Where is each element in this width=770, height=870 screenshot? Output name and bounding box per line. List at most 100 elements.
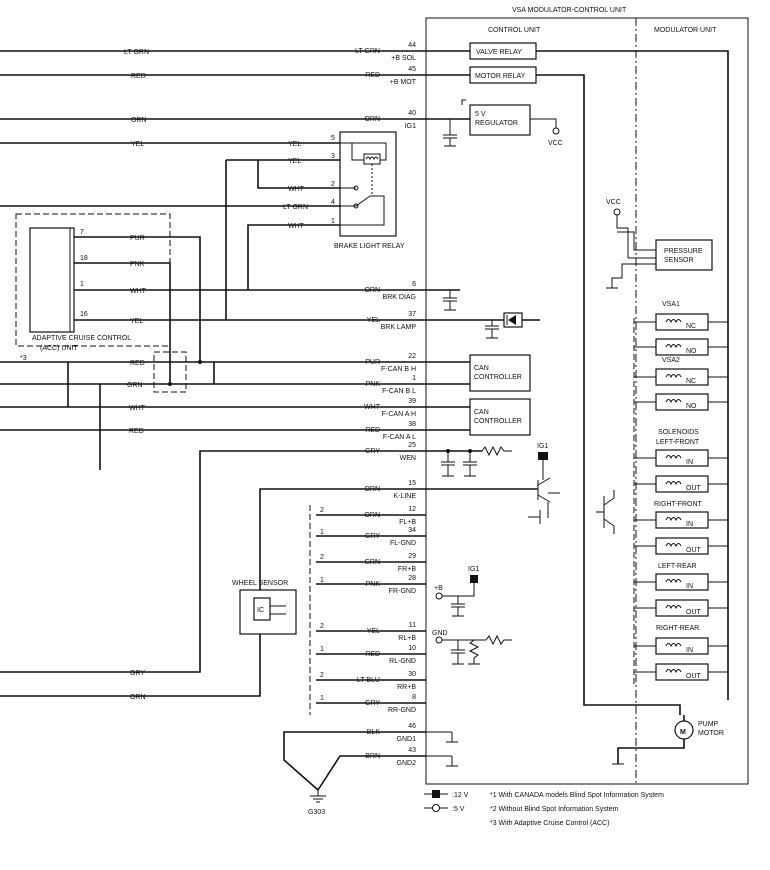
- solenoid-coil-box: [655, 637, 709, 655]
- wheel-rr-label: RIGHT-REAR: [656, 625, 699, 632]
- solenoid-coil: [665, 374, 682, 379]
- solenoid-coil: [665, 455, 682, 460]
- can-b-label-2: CONTROLLER: [474, 374, 522, 381]
- legend-note-2: *2 Without Blind Spot Information System: [490, 806, 619, 813]
- solenoid-label: IN: [686, 521, 693, 528]
- plus-b-label: +B: [434, 585, 443, 592]
- solenoid-coil-box: [655, 449, 709, 467]
- pump-motor-label-2: MOTOR: [698, 730, 724, 737]
- vsa-unit-title: VSA MODULATOR-CONTROL UNIT: [512, 7, 627, 14]
- unit-pin-wire-color: GRN: [364, 559, 380, 566]
- left-wire-grn: GRN: [127, 382, 143, 389]
- unit-pin-signal: K-LINE: [393, 493, 416, 500]
- junction: [168, 382, 172, 386]
- pressure-sensor-label-1: PRESSURE: [664, 248, 703, 255]
- acc-wire-pur: PUR: [130, 235, 145, 242]
- solenoid-label: NC: [686, 378, 696, 385]
- solenoid-coil: [665, 399, 682, 404]
- unit-pin-number: 10: [408, 645, 416, 652]
- left-wire-gry: GRY: [130, 670, 145, 677]
- left-wires: [0, 50, 426, 431]
- regulator-label-2: REGULATOR: [475, 120, 518, 127]
- unit-pin-number: 39: [408, 398, 416, 405]
- brake-light-relay: 5 3 2 4 1: [331, 131, 397, 237]
- solenoid-label: OUT: [686, 673, 702, 680]
- unit-pin-number: 22: [408, 353, 416, 360]
- solenoid-coil-box: [655, 338, 709, 356]
- ground-wires: [283, 731, 426, 803]
- solenoid-coil-box: [655, 368, 709, 386]
- unit-pin-wire-color: LT BLU: [357, 677, 380, 684]
- unit-pin-number: 1: [412, 375, 416, 382]
- svg-text:3: 3: [331, 153, 335, 160]
- legend-12v: :12 V: [452, 792, 469, 799]
- unit-pin-signal: RR-GND: [388, 707, 416, 714]
- unit-pin-number: 11: [409, 622, 416, 629]
- relay-wire-wht-2: WHT: [288, 186, 305, 193]
- relay-wire-yel-3: YEL: [288, 158, 301, 165]
- solenoid-coil: [665, 605, 682, 610]
- unit-pin-number: 44: [408, 42, 416, 49]
- unit-pin-wire-color: BLK: [367, 729, 381, 736]
- solenoid-label: IN: [686, 647, 693, 654]
- acc-wire-yel: YEL: [130, 318, 143, 325]
- acc-note: *3: [20, 355, 27, 362]
- unit-pin-wire-color: YEL: [367, 317, 380, 324]
- brk-lamp-circuit: [426, 312, 540, 339]
- gnd-pins-symbols: [426, 731, 458, 767]
- junction: [198, 360, 202, 364]
- svg-text:1: 1: [320, 646, 324, 653]
- unit-pin-number: 40: [408, 110, 416, 117]
- unit-pin-number: 25: [408, 442, 416, 449]
- unit-pin-wire-color: PUR: [365, 359, 380, 366]
- wheel-rf-label: RIGHT-FRONT: [654, 501, 703, 508]
- acc-wire-pnk: PNK: [130, 261, 145, 268]
- brake-light-relay-label: BRAKE LIGHT RELAY: [334, 243, 405, 250]
- solenoid-label: NO: [686, 348, 697, 355]
- unit-pin-signal: BRK DIAG: [383, 294, 416, 301]
- unit-pin-number: 28: [408, 575, 416, 582]
- svg-text:2: 2: [331, 181, 335, 188]
- solenoid-label: NO: [686, 403, 697, 410]
- left-wire-orn-2: ORN: [130, 694, 146, 701]
- unit-pin-wire-color: GRY: [365, 533, 380, 540]
- unit-pin-signal: FL-GND: [390, 540, 416, 547]
- left-wire-wht: WHT: [129, 405, 146, 412]
- solenoid-coil: [665, 669, 682, 674]
- unit-pin-number: 15: [408, 480, 416, 487]
- ground-label: G303: [308, 809, 325, 816]
- svg-text:2: 2: [320, 507, 324, 514]
- wheel-sensor-connectors: 2 1 2 1 2 1 2 1: [309, 505, 426, 715]
- relay-wire-yel-5: YEL: [288, 141, 301, 148]
- wheel-sensor: IC: [239, 589, 297, 635]
- svg-text:1: 1: [320, 529, 324, 536]
- legend-5v: :5 V: [452, 806, 465, 813]
- unit-pin-wire-color: ORN: [364, 287, 380, 294]
- left-wire-yel: YEL: [131, 141, 144, 148]
- left-wire-red-3: RED: [130, 360, 145, 367]
- relay-wire-ltgrn-4: LT GRN: [283, 204, 308, 211]
- unit-pin-number: 8: [412, 694, 416, 701]
- unit-pin-signal: RL+B: [398, 635, 416, 642]
- acc-wires: [0, 236, 426, 470]
- wen-circuit: [426, 445, 512, 477]
- brk-diag-circuit: [426, 289, 460, 311]
- svg-text:M: M: [680, 729, 686, 736]
- can-controller-b: [426, 354, 531, 392]
- svg-text:IC: IC: [257, 607, 264, 614]
- unit-pin-wire-color: GRY: [365, 448, 380, 455]
- gnd-label: GND: [432, 630, 448, 637]
- unit-pin-signal: BRK LAMP: [381, 324, 417, 331]
- svg-text:2: 2: [320, 623, 324, 630]
- svg-text:2: 2: [320, 554, 324, 561]
- solenoid-coil-box: [655, 573, 709, 591]
- wheel-lr-label: LEFT-REAR: [658, 563, 697, 570]
- wheel-sensor-supply: [435, 575, 512, 665]
- unit-pin-wire-color: BRN: [365, 753, 380, 760]
- k-line-circuit: [426, 452, 560, 524]
- solenoid-label: IN: [686, 459, 693, 466]
- solenoid-label: OUT: [686, 547, 702, 554]
- can-a-label-1: CAN: [474, 409, 489, 416]
- unit-pin-signal: WEN: [400, 455, 416, 462]
